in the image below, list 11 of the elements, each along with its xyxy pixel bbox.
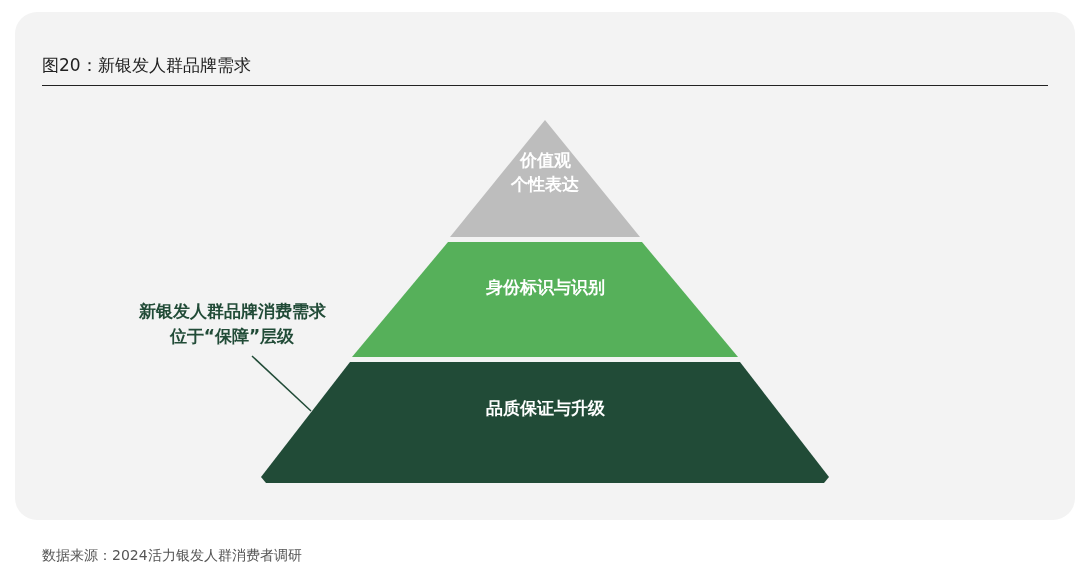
tier-label: 身份标识与识别 bbox=[485, 276, 605, 299]
leader-line bbox=[251, 355, 312, 412]
callout-text: 新银发人群品牌消费需求位于“保障”层级 bbox=[135, 299, 329, 349]
pyramid-tier bbox=[258, 362, 832, 483]
pyramid-tier bbox=[352, 242, 738, 357]
source-note: 数据来源：2024活力银发人群消费者调研 bbox=[42, 547, 302, 565]
pyramid-tier bbox=[450, 120, 640, 237]
tier-label: 价值观 bbox=[519, 149, 571, 172]
chart-title: 图20：新银发人群品牌需求 bbox=[42, 54, 251, 77]
tier-label: 个性表达 bbox=[511, 173, 579, 196]
tier-label: 品质保证与升级 bbox=[485, 397, 605, 420]
